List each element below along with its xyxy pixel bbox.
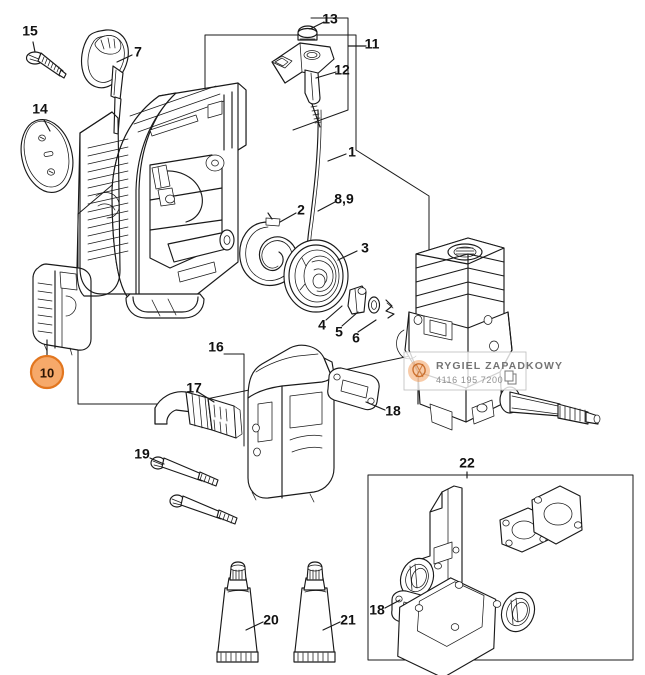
part-3-rope-rotor	[283, 109, 349, 313]
part-21-lubricant-tube	[293, 561, 336, 663]
callout-18-gasket-set: 18	[369, 602, 385, 618]
part-10-fan-housing-cover	[32, 263, 92, 356]
watermark-copy-icon	[504, 370, 517, 385]
part-19-muffler-bolts	[150, 456, 238, 525]
callout-15: 15	[22, 23, 38, 39]
callout-20: 20	[263, 612, 279, 628]
engine-cylinder-block	[396, 237, 601, 431]
part-18-muffler-gasket	[327, 367, 380, 411]
callout-1: 1	[348, 144, 356, 160]
callout-6: 6	[352, 330, 360, 346]
watermark-logo-icon	[408, 360, 430, 382]
callout-labels: 15 7 13 11 12 14 1 8,9 2 3 4 5 6 10 16 1…	[22, 11, 475, 628]
parts-11-12-13-tool-set	[271, 17, 349, 131]
callout-8-9: 8,9	[334, 191, 354, 207]
callout-10-highlighted[interactable]: 10	[40, 366, 54, 381]
leader-lines	[32, 21, 468, 631]
callout-21: 21	[340, 612, 356, 628]
part-7-starter-grip	[80, 29, 129, 135]
callout-13: 13	[322, 11, 338, 27]
callout-22: 22	[459, 455, 475, 471]
callout-5: 5	[335, 324, 343, 340]
callout-7: 7	[134, 44, 142, 60]
part-14-cover-plate	[20, 119, 74, 193]
watermark-part-number: 4116 195 7200	[436, 375, 503, 385]
part-17-spark-arrestor	[154, 391, 243, 439]
part-16-muffler	[223, 344, 335, 503]
part-2-rewind-spring	[239, 212, 299, 287]
callout-2: 2	[297, 202, 305, 218]
callout-18-muffler: 18	[385, 403, 401, 419]
watermark-title: RYGIEL ZAPADKOWY	[436, 360, 563, 372]
callout-14: 14	[32, 101, 48, 117]
parts-4-5-6-pawl-washer-clip	[347, 285, 395, 319]
callout-3: 3	[361, 240, 369, 256]
callout-17: 17	[186, 380, 202, 396]
part-20-grease-tube	[216, 561, 259, 663]
callout-12: 12	[334, 62, 350, 78]
callout-4: 4	[318, 317, 326, 333]
callout-16: 16	[208, 339, 224, 355]
callout-11: 11	[365, 36, 380, 52]
watermark-overlay: RYGIEL ZAPADKOWY 4116 195 7200	[403, 351, 563, 391]
part-15-screw	[25, 51, 67, 79]
main-fan-housing	[76, 82, 247, 319]
part-22-gasket-set	[367, 474, 634, 675]
vent-slots	[87, 138, 129, 261]
callout-19: 19	[134, 446, 150, 462]
highlight-marker-10[interactable]	[29, 354, 65, 390]
